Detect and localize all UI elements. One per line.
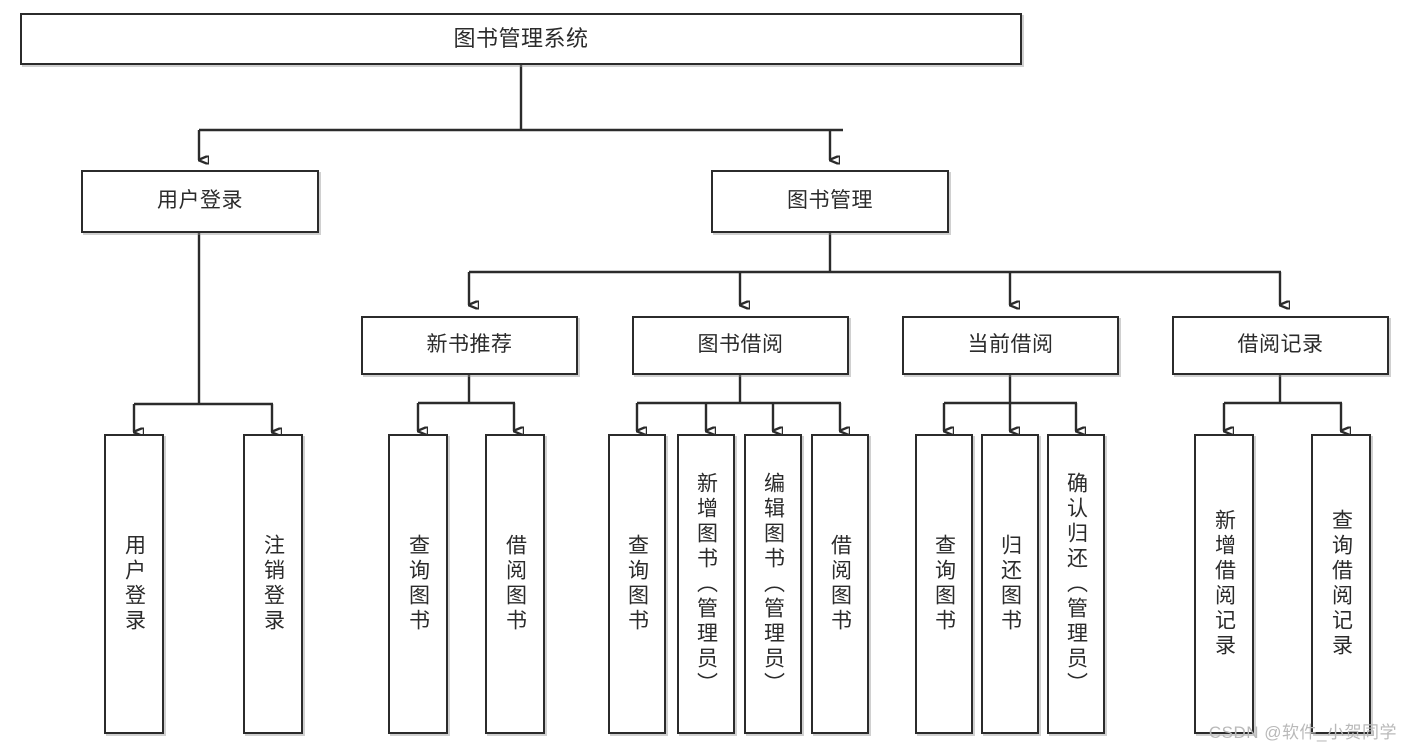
node-leaf-query-book-3[interactable]: 查询图书 xyxy=(915,434,973,734)
node-root-book-management-system[interactable]: 图书管理系统 xyxy=(20,13,1022,65)
node-leaf-query-book-1[interactable]: 查询图书 xyxy=(388,434,448,734)
node-leaf-edit-book[interactable]: 编辑图书（管理员） xyxy=(744,434,802,734)
node-label: 用户登录 xyxy=(157,189,243,213)
node-label: 查询图书 xyxy=(625,534,649,634)
node-leaf-query-book-2[interactable]: 查询图书 xyxy=(608,434,666,734)
node-new-book-recommend[interactable]: 新书推荐 xyxy=(361,316,578,375)
node-label: 图书管理 xyxy=(787,189,873,213)
node-label: 借阅图书 xyxy=(828,534,852,634)
node-label: 编辑图书（管理员） xyxy=(761,471,785,697)
node-label: 查询图书 xyxy=(406,534,430,634)
node-leaf-add-book[interactable]: 新增图书（管理员） xyxy=(677,434,735,734)
node-label: 查询图书 xyxy=(932,534,956,634)
node-label: 新增图书（管理员） xyxy=(694,471,718,697)
node-label: 当前借阅 xyxy=(967,333,1054,357)
node-label: 查询借阅记录 xyxy=(1329,509,1353,659)
node-label: 新增借阅记录 xyxy=(1212,509,1236,659)
node-current-borrow[interactable]: 当前借阅 xyxy=(902,316,1119,375)
node-user-login[interactable]: 用户登录 xyxy=(81,170,319,233)
node-label: 注销登录 xyxy=(261,534,285,634)
node-label: 确认归还（管理员） xyxy=(1064,471,1088,697)
node-leaf-confirm-return[interactable]: 确认归还（管理员） xyxy=(1047,434,1105,734)
node-label: 借阅图书 xyxy=(503,534,527,634)
csdn-watermark: CSDN @软件_小贺同学 xyxy=(1208,723,1397,742)
node-label: 用户登录 xyxy=(122,534,146,634)
node-leaf-add-record[interactable]: 新增借阅记录 xyxy=(1194,434,1254,734)
node-leaf-logout-login[interactable]: 注销登录 xyxy=(243,434,303,734)
node-leaf-return-book[interactable]: 归还图书 xyxy=(981,434,1039,734)
node-leaf-query-record[interactable]: 查询借阅记录 xyxy=(1311,434,1371,734)
node-leaf-borrow-book-1[interactable]: 借阅图书 xyxy=(485,434,545,734)
node-borrow-record[interactable]: 借阅记录 xyxy=(1172,316,1389,375)
node-book-management[interactable]: 图书管理 xyxy=(711,170,949,233)
node-label: 图书管理系统 xyxy=(453,26,589,52)
node-leaf-borrow-book-2[interactable]: 借阅图书 xyxy=(811,434,869,734)
node-leaf-user-login[interactable]: 用户登录 xyxy=(104,434,164,734)
node-label: 归还图书 xyxy=(998,534,1022,634)
node-label: 新书推荐 xyxy=(426,333,513,357)
node-book-borrow[interactable]: 图书借阅 xyxy=(632,316,849,375)
node-label: 图书借阅 xyxy=(697,333,784,357)
node-label: 借阅记录 xyxy=(1237,333,1324,357)
